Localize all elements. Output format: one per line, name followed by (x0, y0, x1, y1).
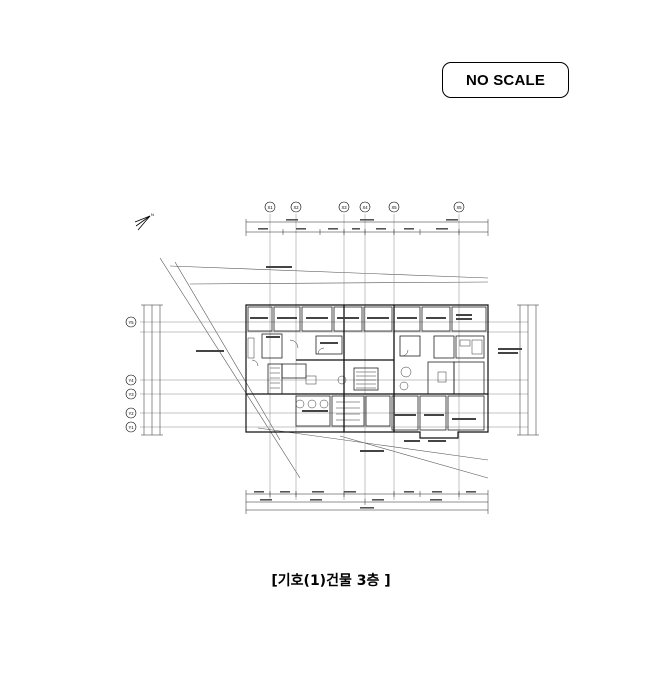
row-label: Y1 (128, 425, 134, 430)
dimension-value-marks (254, 219, 476, 509)
stair-core (270, 367, 376, 421)
core-walls (246, 305, 488, 432)
room-partitions (247, 306, 487, 431)
building-outline (245, 304, 489, 439)
row-grid-lines (140, 321, 528, 428)
row-bubbles: Y5 Y4 Y3 Y2 Y1 (125, 316, 137, 433)
caption-text: 기호(1)건물 3층 (277, 573, 380, 589)
side-dimension-lines (141, 304, 539, 436)
column-label: X2 (293, 205, 299, 210)
column-grid-lines (269, 214, 460, 500)
no-scale-text: NO SCALE (465, 71, 546, 89)
fixtures-and-doors (247, 337, 483, 409)
row-label: Y2 (128, 411, 134, 416)
column-bubbles: X1 X2 X3 X4 X5 X5 (264, 201, 465, 213)
north-arrow-icon: N (134, 212, 154, 231)
drawing-caption: [기호(1)건물 3층 ] (0, 570, 662, 590)
site-boundary-lines (159, 257, 489, 479)
bottom-dimension-lines (245, 490, 489, 514)
top-dimension-lines (245, 219, 489, 236)
row-label: Y4 (128, 378, 134, 383)
no-scale-badge: NO SCALE (442, 62, 569, 98)
column-label: X4 (362, 205, 368, 210)
column-label: X1 (267, 205, 273, 210)
column-label: X3 (341, 205, 347, 210)
caption-open-bracket: [ (271, 573, 278, 589)
column-label: X5 (456, 205, 462, 210)
caption-close-bracket: ] (379, 573, 391, 589)
column-label: X5 (391, 205, 397, 210)
row-label: Y3 (128, 392, 134, 397)
row-label: Y5 (128, 320, 134, 325)
north-arrow-label: N (151, 212, 154, 217)
room-label-marks (196, 266, 522, 452)
